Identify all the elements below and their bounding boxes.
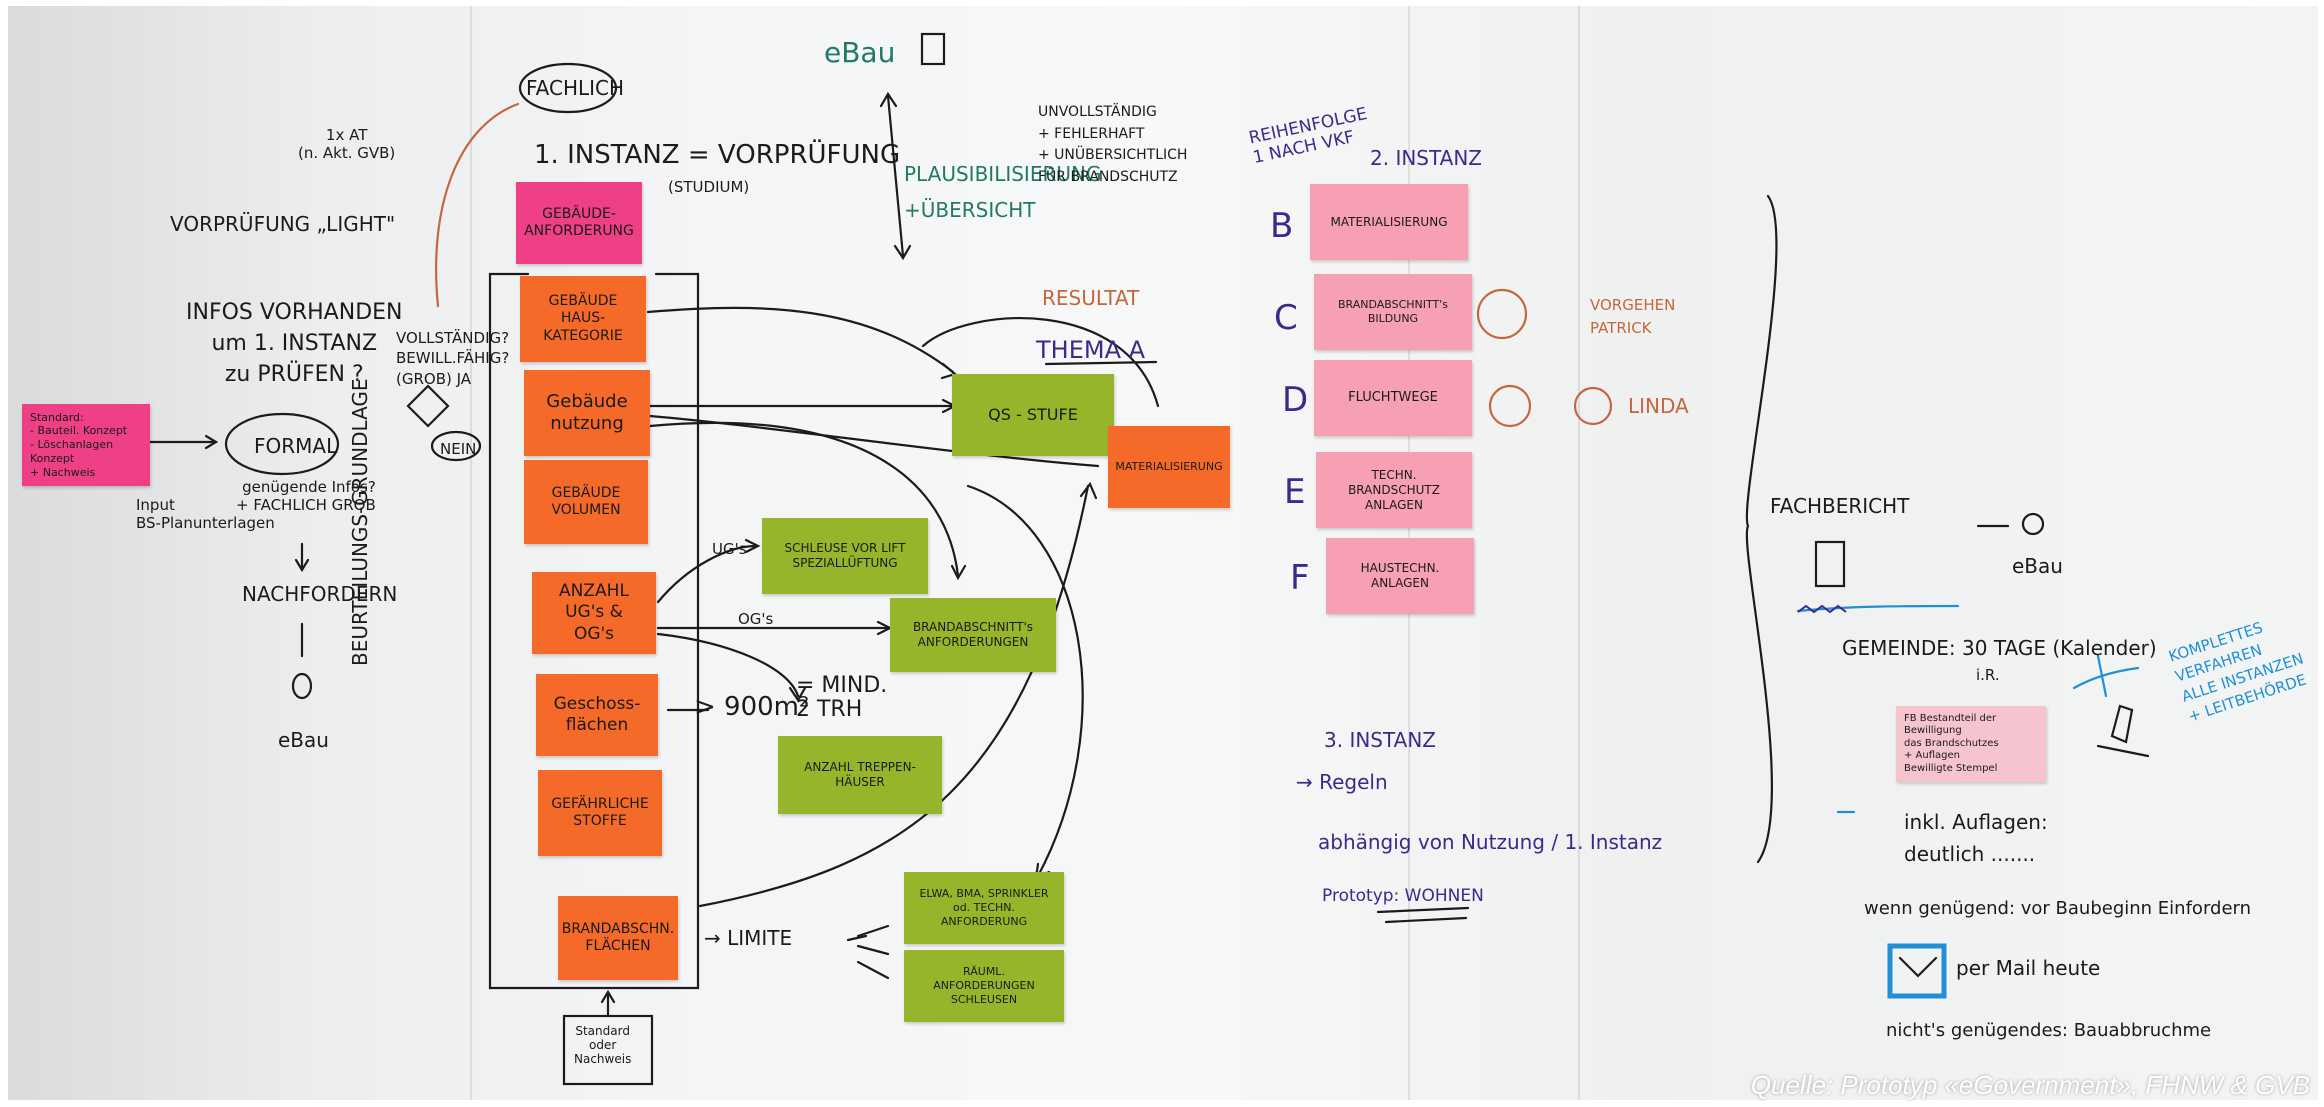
ebau-right-label: eBau — [2012, 554, 2063, 578]
ebau-left-label: eBau — [278, 728, 329, 752]
source-caption: Quelle: Prototyp «eGovernment», FHNW & G… — [1750, 1070, 2310, 1100]
prototyp-label: Prototyp: WOHNEN — [1322, 886, 1484, 906]
sticky-note-anzahl-ug-og: ANZAHL UG's & OG's — [532, 572, 656, 654]
vollstaendig-label: VOLLSTÄNDIG? BEWILL.FÄHIG? (GROB) JA — [396, 329, 510, 388]
sticky-note-gebaeude-anforderung: GEBÄUDE- ANFORDERUNG — [516, 182, 642, 264]
sticky-note-gebaeude-volumen: GEBÄUDE VOLUMEN — [524, 460, 648, 544]
sticky-note-fluchtwege: FLUCHTWEGE — [1314, 360, 1472, 436]
nicht-genuegend-label: nicht's genügendes: Bauabbruchme — [1886, 1020, 2212, 1041]
akt-label: 1x AT (n. Akt. GVB) — [298, 126, 396, 162]
sticky-note-brandabschnitts-anforderungen: BRANDABSCHNITT's ANFORDERUNGEN — [890, 598, 1056, 672]
board-seam — [1578, 6, 1580, 1100]
sticky-note-gebaeude-haus: GEBÄUDE HAUS-KATEGORIE — [520, 276, 646, 362]
nein-label: NEIN — [440, 440, 477, 458]
ug-label: UG's — [712, 540, 747, 558]
per-mail-label: per Mail heute — [1956, 956, 2101, 980]
auflagen-label: inkl. Auflagen: deutlich ....... — [1904, 810, 2048, 866]
sticky-note-anzahl-treppen: ANZAHL TREPPEN- HÄUSER — [778, 736, 942, 814]
vorpruefung-light-label: VORPRÜFUNG „LIGHT" — [170, 212, 396, 236]
whiteboard: FACHLICH 1x AT (n. Akt. GVB) VORPRÜFUNG … — [8, 6, 2318, 1100]
genuegende-infos-label: genügende Infos? + FACHLICH GROB — [236, 478, 376, 514]
letter-e: E — [1284, 472, 1306, 512]
sticky-note-brandabschnitts-bildung: BRANDABSCHNITT's BILDUNG — [1314, 274, 1472, 350]
sticky-note-geschossflaechen: Geschoss- flächen — [536, 674, 658, 756]
sticky-note-haustechn-anlagen: HAUSTECHN. ANLAGEN — [1326, 538, 1474, 614]
beurteilungs-grundlage-label: BEURTEILUNGS-GRUNDLAGE — [348, 378, 372, 666]
infos-vorhanden-label: INFOS VORHANDEN um 1. INSTANZ zu PRÜFEN … — [186, 300, 403, 387]
sticky-note-gebaeude-nutzung: Gebäude nutzung — [524, 370, 650, 456]
fachlich-label: FACHLICH — [526, 76, 625, 100]
drawn-lines — [148, 32, 2150, 1086]
input-label: Input BS-Planunterlagen — [136, 496, 275, 532]
fachbericht-label: FACHBERICHT — [1770, 494, 1910, 518]
mind-trh-label: = MIND. 2 TRH — [796, 673, 888, 723]
vorgehen-patrick-label: VORGEHEN PATRICK — [1590, 296, 1676, 337]
sticky-note-schleuse: SCHLEUSE VOR LIFT SPEZIALLÜFTUNG — [762, 518, 928, 594]
sticky-note-materialisierung: MATERIALISIERUNG — [1310, 184, 1468, 260]
ebau-top-label: eBau — [824, 36, 896, 69]
letter-c: C — [1274, 298, 1298, 338]
plausibilisierung-label: PLAUSIBILISIERUNG +ÜBERSICHT — [904, 162, 1102, 222]
sticky-note-brandabschn-flaechen: BRANDABSCHN. FLÄCHEN — [558, 896, 678, 980]
standard-nachweis-label: Standard oder Nachweis — [574, 1024, 632, 1066]
resultat-label: RESULTAT — [1042, 286, 1140, 310]
wenn-genuegend-label: wenn genügend: vor Baubeginn Einfordern — [1864, 898, 2252, 919]
letter-d: D — [1282, 380, 1309, 420]
letter-f: F — [1290, 558, 1310, 598]
sticky-note-standard: Standard: - Bauteil. Konzept - Löschanla… — [22, 404, 150, 486]
instanz2-label: 2. INSTANZ — [1370, 146, 1483, 170]
sticky-note-materialisierung-orange: MATERIALISIERUNG — [1108, 426, 1230, 508]
regeln-label: → Regeln — [1296, 770, 1388, 794]
sticky-note-gefaehrliche-stoffe: GEFÄHRLICHE STOFFE — [538, 770, 662, 856]
studium-label: (STUDIUM) — [668, 178, 750, 196]
linda-label: LINDA — [1628, 394, 1689, 418]
ir-label: i.R. — [1976, 666, 2000, 684]
unvollstaendig-label: UNVOLLSTÄNDIG + FEHLERHAFT + UNÜBERSICHT… — [1038, 104, 1188, 186]
sticky-note-fb-bestandteil: FB Bestandteil der Bewilligung das Brand… — [1896, 706, 2046, 782]
sticky-note-techn-anlagen: TECHN. BRANDSCHUTZ ANLAGEN — [1316, 452, 1472, 528]
board-seam — [470, 6, 472, 1100]
flaeche-label: > 900m² — [694, 692, 810, 722]
og-label: OG's — [738, 610, 774, 628]
formal-label: FORMAL — [254, 434, 338, 458]
instanz3-label: 3. INSTANZ — [1324, 728, 1437, 752]
thema-a-label: THEMA A — [1036, 336, 1146, 364]
sticky-note-elwa: ELWA, BMA, SPRINKLER od. TECHN. ANFORDER… — [904, 872, 1064, 944]
sticky-note-raeumliche-anforderungen: RÄUML. ANFORDERUNGEN SCHLEUSEN — [904, 950, 1064, 1022]
sticky-note-qs-stufe: QS - STUFE — [952, 374, 1114, 456]
nachfordern-label: NACHFORDERN — [242, 582, 398, 606]
abhaengig-label: abhängig von Nutzung / 1. Instanz — [1318, 830, 1663, 854]
instanz1-label: 1. INSTANZ = VORPRÜFUNG — [534, 140, 901, 170]
letter-b: B — [1270, 206, 1294, 246]
limite-label: → LIMITE — [704, 926, 793, 950]
gemeinde-label: GEMEINDE: 30 TAGE (Kalender) — [1842, 636, 2157, 660]
